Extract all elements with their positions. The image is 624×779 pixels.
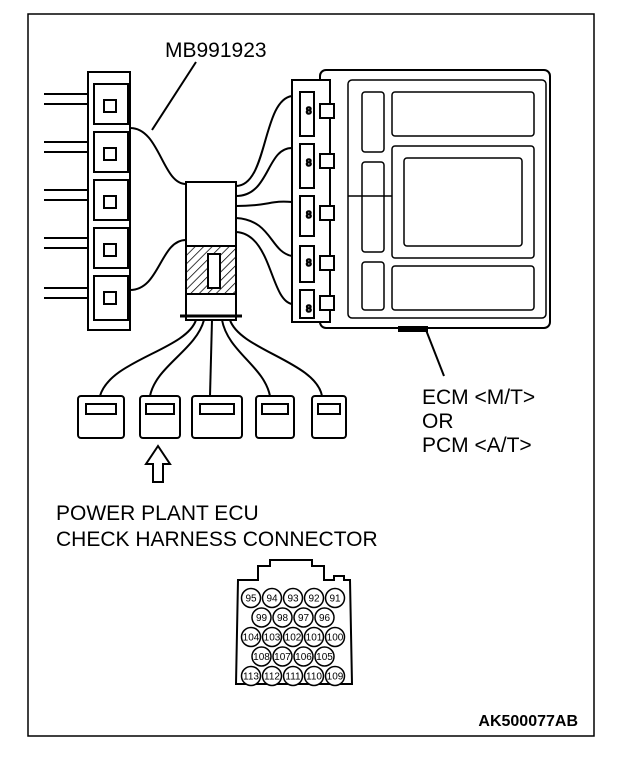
pin-label-101: 101 (306, 633, 323, 644)
svg-text:8: 8 (306, 304, 312, 315)
pinout-connector: 95 94 93 92 91 99 98 97 96 104 103 102 101 100 108 107 1… (234, 559, 354, 687)
pin-112 (261, 665, 283, 687)
pin-103 (261, 626, 283, 648)
pin-label-113: 113 (243, 672, 259, 683)
pin-105 (314, 646, 335, 667)
pin-99 (251, 607, 272, 628)
pin-label-112: 112 (264, 672, 280, 683)
pin-grid: 95 94 93 92 91 99 98 97 96 104 103 102 101 100 108 107 1… (240, 587, 346, 687)
svg-text:8: 8 (306, 258, 312, 269)
left-cable-stubs (44, 93, 88, 299)
pin-label-93: 93 (287, 594, 299, 605)
ecm-unit (319, 69, 551, 332)
ecu-label-line2: OR (422, 410, 454, 433)
pin-label-92: 92 (308, 594, 320, 605)
pin-label-96: 96 (319, 613, 331, 624)
pin-98 (272, 607, 293, 628)
pin-95 (240, 587, 262, 609)
pin-label-99: 99 (256, 613, 268, 624)
pin-label-111: 111 (285, 672, 301, 683)
pin-110 (303, 665, 325, 687)
pin-label-102: 102 (285, 633, 302, 644)
pin-label-107: 107 (274, 652, 291, 663)
pin-label-106: 106 (295, 652, 312, 663)
left-connector-stack (87, 71, 131, 331)
pin-96 (314, 607, 335, 628)
tool-label: MB991923 (165, 39, 267, 62)
harness (99, 95, 323, 397)
pin-label-100: 100 (327, 633, 344, 644)
pin-108 (251, 646, 272, 667)
pin-label-109: 109 (327, 672, 344, 683)
pin-101 (303, 626, 325, 648)
pin-107 (272, 646, 293, 667)
pin-100 (324, 626, 346, 648)
pin-label-104: 104 (243, 633, 260, 644)
ecm-connector-block (291, 79, 335, 323)
pin-label-110: 110 (306, 672, 322, 683)
pin-111 (282, 665, 304, 687)
pin-label-103: 103 (264, 633, 281, 644)
pin-label-105: 105 (316, 652, 333, 663)
connector-label-line1: POWER PLANT ECU (56, 502, 259, 525)
pin-label-95: 95 (245, 594, 257, 605)
pin-91 (324, 587, 346, 609)
pin-102 (282, 626, 304, 648)
pin-label-91: 91 (329, 594, 341, 605)
ecu-leader-line (425, 329, 445, 377)
bottom-connectors (77, 395, 347, 439)
pin-label-94: 94 (266, 594, 278, 605)
pin-label-98: 98 (277, 613, 289, 624)
pin-113 (240, 665, 262, 687)
svg-text:8: 8 (306, 158, 312, 169)
pin-106 (293, 646, 314, 667)
pin-93 (282, 587, 304, 609)
pin-94 (261, 587, 283, 609)
pin-label-108: 108 (253, 652, 270, 663)
tool-leader-line (151, 61, 197, 131)
svg-text:8: 8 (306, 106, 312, 117)
ecm-connector-latches: 8 8 8 8 8 (305, 105, 313, 316)
ecu-label-line3: PCM <A/T> (422, 434, 532, 457)
ecu-label-line1: ECM <M/T> (422, 386, 535, 409)
pin-label-97: 97 (298, 613, 310, 624)
pin-92 (303, 587, 325, 609)
pin-97 (293, 607, 314, 628)
connector-label-line2: CHECK HARNESS CONNECTOR (56, 528, 378, 551)
pointer-arrow-icon (144, 444, 172, 483)
frame (27, 13, 595, 737)
pin-104 (240, 626, 262, 648)
svg-text:8: 8 (306, 210, 312, 221)
pin-109 (324, 665, 346, 687)
figure-code: AK500077AB (478, 713, 578, 730)
